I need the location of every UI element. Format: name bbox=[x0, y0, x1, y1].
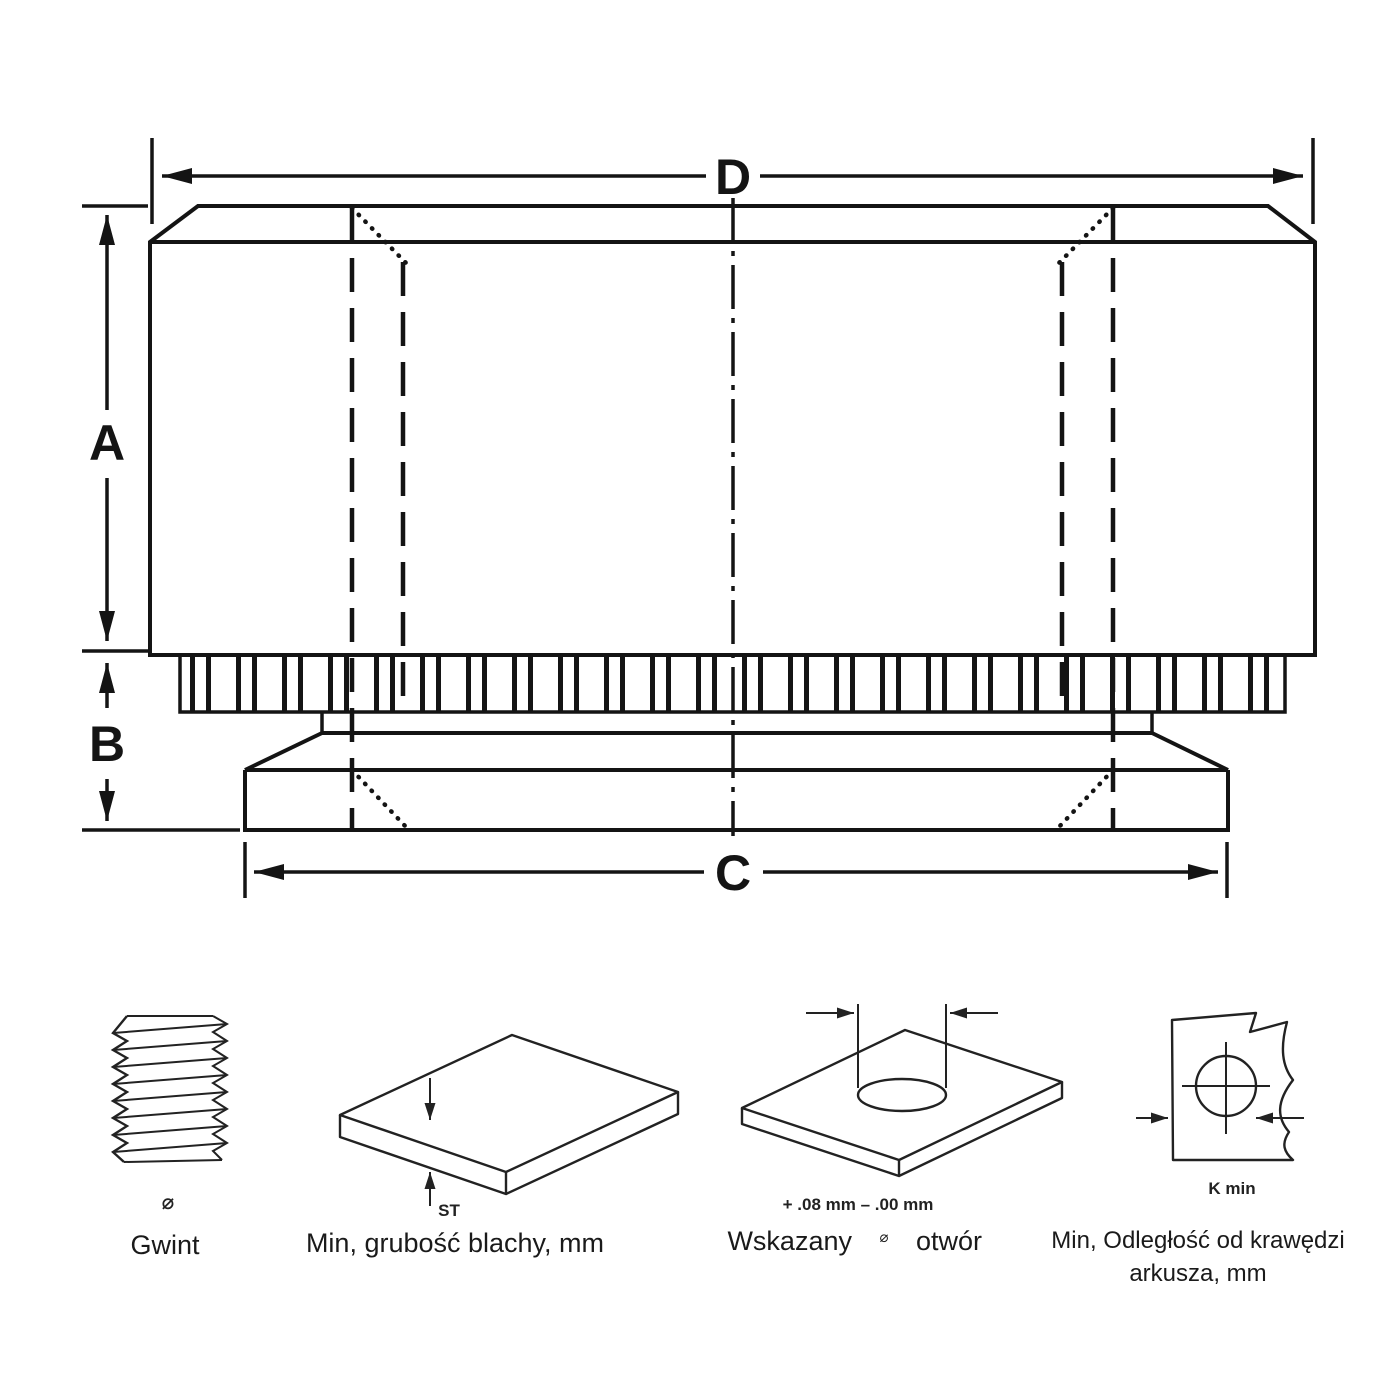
edge-distance-icon bbox=[1136, 1011, 1304, 1162]
chamfer-top-left bbox=[349, 205, 410, 267]
flange-slant-right bbox=[1151, 731, 1229, 772]
chamfer-top-right bbox=[1055, 205, 1116, 267]
dimension-c: C bbox=[243, 842, 1229, 901]
sheet-icon bbox=[338, 1033, 680, 1206]
hole-caption-symbol: ⌀ bbox=[879, 1229, 888, 1246]
hole-plate-icon bbox=[740, 1004, 1064, 1178]
thread-icon bbox=[110, 1015, 230, 1163]
thread-item: ⌀ Gwint bbox=[110, 1015, 230, 1260]
dim-d-label: D bbox=[715, 149, 751, 205]
fastener-drawing: D A B C bbox=[82, 138, 1317, 901]
edge-caption-line2: arkusza, mm bbox=[1129, 1260, 1266, 1287]
hole-item: + .08 mm – .00 mm Wskazany ⌀ otwór bbox=[727, 1004, 1064, 1256]
edge-distance-item: K min Min, Odległość od krawędzi arkusza… bbox=[1051, 1011, 1345, 1287]
chamfer-bottom-left bbox=[349, 767, 410, 831]
dimension-d: D bbox=[150, 138, 1315, 224]
legend: ⌀ Gwint ST Min, grubość blachy, mm bbox=[110, 1004, 1345, 1287]
st-symbol: ST bbox=[438, 1201, 460, 1220]
chamfer-bottom-right bbox=[1055, 767, 1116, 831]
flange-slant-left bbox=[244, 731, 323, 772]
sheet-thickness-caption: Min, grubość blachy, mm bbox=[306, 1228, 604, 1258]
hole-caption-suffix: otwór bbox=[916, 1226, 982, 1256]
dim-a-label: A bbox=[89, 415, 125, 471]
hidden-lines bbox=[349, 208, 1116, 828]
k-min-symbol: K min bbox=[1208, 1179, 1255, 1198]
dim-b-label: B bbox=[89, 716, 125, 772]
dimension-a: A bbox=[82, 204, 148, 653]
thread-caption: Gwint bbox=[130, 1230, 200, 1260]
flange bbox=[243, 712, 1230, 832]
hole-tolerance: + .08 mm – .00 mm bbox=[783, 1195, 934, 1214]
dim-c-label: C bbox=[715, 845, 751, 901]
flange-base bbox=[243, 770, 1230, 832]
edge-caption-line1: Min, Odległość od krawędzi bbox=[1051, 1227, 1344, 1254]
sheet-thickness-item: ST Min, grubość blachy, mm bbox=[306, 1033, 680, 1258]
hole-caption-prefix: Wskazany bbox=[727, 1226, 852, 1256]
diameter-symbol: ⌀ bbox=[162, 1191, 175, 1214]
chamfer-dotted-lines bbox=[349, 205, 1116, 831]
dimension-b: B bbox=[82, 663, 240, 832]
